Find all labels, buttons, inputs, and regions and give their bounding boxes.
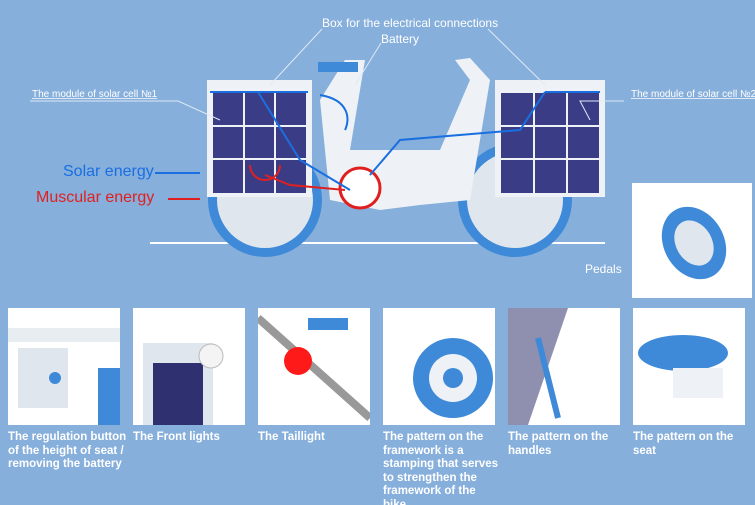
caption-framework-pattern: The pattern on the framework is a stampi… xyxy=(383,431,499,505)
bike-illustration xyxy=(30,28,624,257)
leader-lines xyxy=(30,28,624,121)
label-box-connections: Box for the electrical connections xyxy=(322,16,499,30)
label-solar-energy: Solar energy xyxy=(63,163,154,180)
seat xyxy=(318,62,358,72)
label-muscular-energy: Muscular energy xyxy=(36,189,155,206)
detail-image-seat-pattern xyxy=(633,308,745,425)
detail-image-framework-pattern xyxy=(383,308,495,425)
caption-handles-pattern: The pattern on the handles xyxy=(508,431,609,457)
solar-module-2 xyxy=(495,80,605,197)
detail-image-seat-button xyxy=(8,308,120,425)
label-battery: Battery xyxy=(381,32,420,46)
caption-taillight: The Taillight xyxy=(258,431,325,443)
detail-image-taillight xyxy=(258,308,370,425)
label-module-1: The module of solar cell №1 xyxy=(32,89,158,100)
solar-module-1 xyxy=(207,80,312,197)
caption-seat-button: The regulation button of the height of s… xyxy=(8,431,127,470)
detail-image-front-lights xyxy=(133,308,245,425)
caption-seat-pattern: The pattern on the seat xyxy=(633,431,734,457)
pedal-crank xyxy=(338,166,382,210)
solar-energy-arrows xyxy=(210,91,600,191)
muscular-energy-arrows xyxy=(249,164,346,191)
label-pedals: Pedals xyxy=(585,262,622,276)
detail-image-handles-pattern xyxy=(508,308,620,425)
caption-front-lights: The Front lights xyxy=(133,431,220,443)
label-module-2: The module of solar cell №2 xyxy=(631,89,755,100)
pedals-detail-image xyxy=(632,183,752,298)
